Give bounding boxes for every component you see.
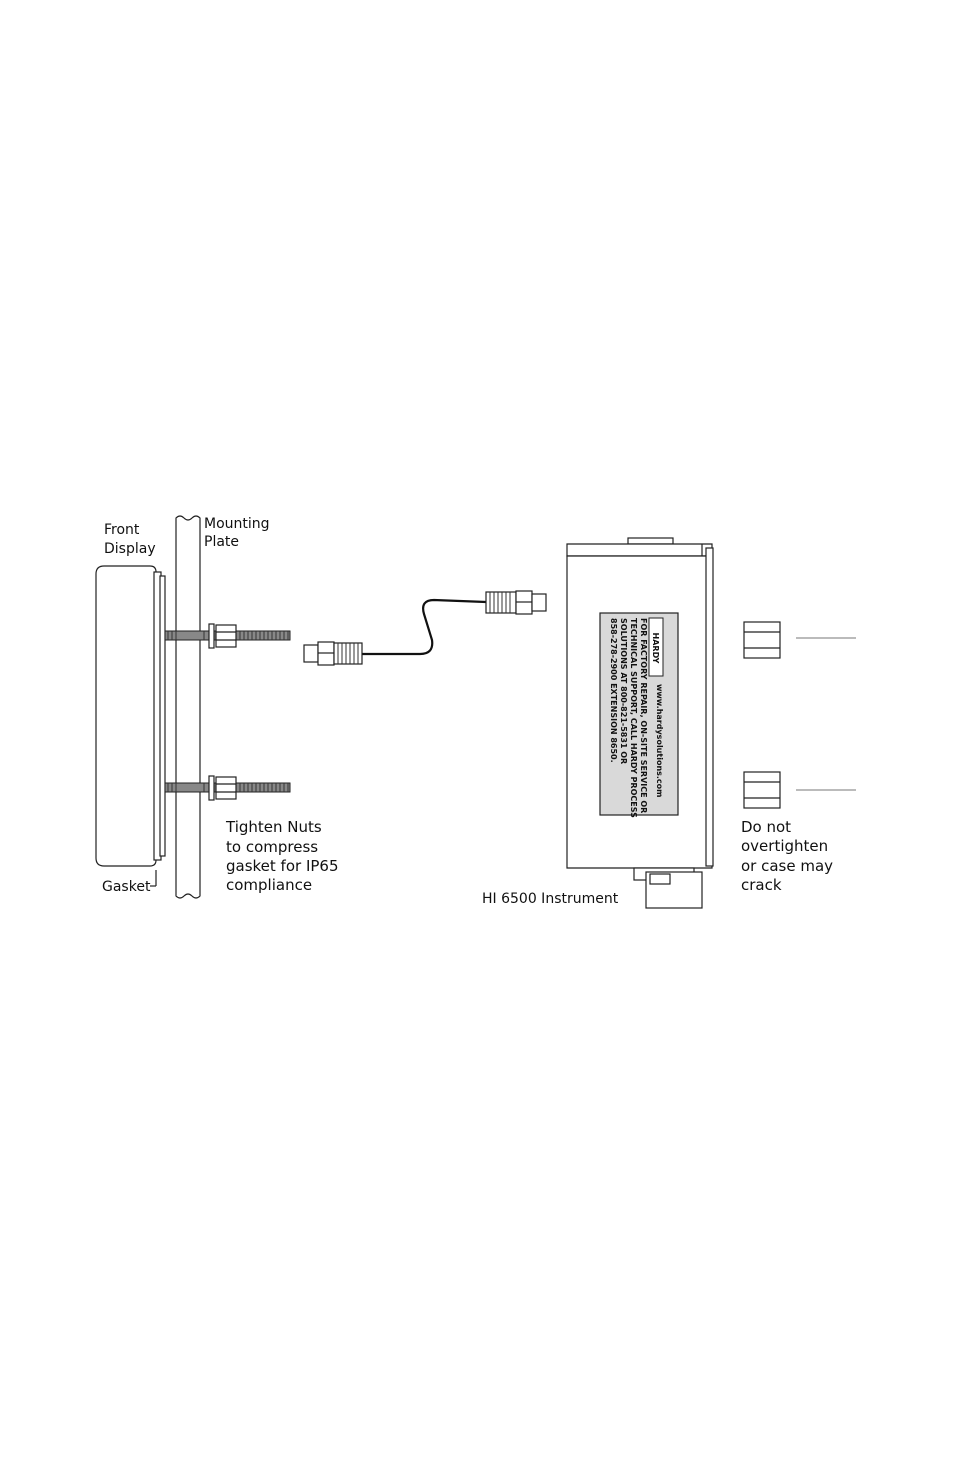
label-overtighten-warning: Do not overtighten or case may crack <box>741 818 838 894</box>
bottom-terminal-connector <box>633 867 703 909</box>
lower-stud <box>164 775 291 801</box>
label-website: www.hardysolutions.com <box>655 684 664 798</box>
label-mounting-plate: Mounting Plate <box>204 516 274 550</box>
hi6500-instrument: HARDY www.hardysolutions.com FOR FACTORY… <box>566 537 714 909</box>
label-line-1: FOR FACTORY REPAIR, ON-SITE SERVICE OR <box>639 618 648 813</box>
mounting-plate <box>175 515 201 899</box>
label-line-4: 858-278-2900 EXTENSION 8650. <box>609 618 618 763</box>
label-line-3: SOLUTIONS AT 800-821-5831 OR <box>619 618 628 764</box>
front-display <box>95 565 162 867</box>
gasket <box>150 575 166 887</box>
label-front-display: Front Display <box>104 522 156 557</box>
label-instrument: HI 6500 Instrument <box>482 891 619 907</box>
label-tighten-nuts: Tighten Nuts to compress gasket for IP65… <box>225 818 343 894</box>
upper-stud <box>164 623 291 649</box>
label-line-2: TECHNICAL SUPPORT, CALL HARDY PROCESS <box>629 618 638 818</box>
left-connector <box>303 641 363 666</box>
label-gasket: Gasket <box>102 879 151 895</box>
right-connector <box>485 590 547 615</box>
standoff-upper <box>743 621 856 659</box>
hardy-logo: HARDY <box>651 633 660 664</box>
instrument-label: HARDY www.hardysolutions.com FOR FACTORY… <box>599 612 679 818</box>
standoff-lower <box>743 771 856 809</box>
interconnect-cable <box>303 590 547 666</box>
